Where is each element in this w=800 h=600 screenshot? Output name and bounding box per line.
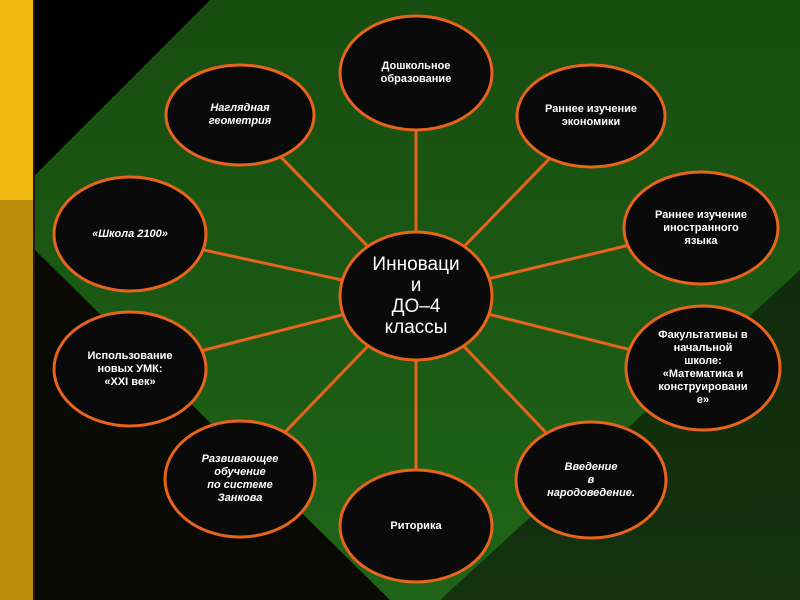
connector-lines [201,130,630,470]
node-ellipse-zankov [163,419,317,539]
node-ellipse-electives [624,304,782,432]
connector-geometry [279,155,369,248]
connector-electives [488,312,630,352]
node-ellipse-foreign-language [622,170,780,286]
node-ellipse-folklore [514,420,668,540]
left-stripe-edge [33,0,35,600]
connector-umk [201,313,344,353]
left-stripe-bottom [0,200,33,600]
node-ellipse-umk [52,310,208,428]
node-ellipse-rhetoric [338,468,494,584]
connector-folklore [462,344,548,435]
node-ellipse-preschool [338,14,494,132]
node-ellipse-economics [515,63,667,169]
center-node-ellipse [338,230,494,362]
left-stripe-top [0,0,33,200]
connector-zankov [283,344,370,434]
node-ellipses [52,14,782,584]
node-ellipse-geometry [164,63,316,167]
connector-economics [463,157,551,248]
connector-school-2100 [202,248,343,282]
node-ellipse-school-2100 [52,175,208,293]
connector-foreign-language [488,243,629,281]
